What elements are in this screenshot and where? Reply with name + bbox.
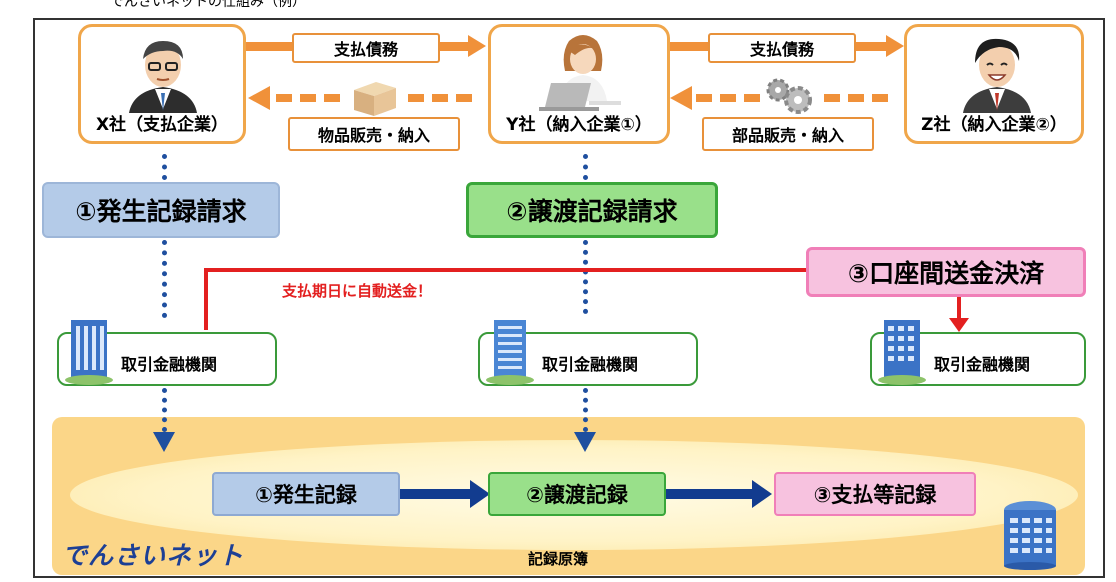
party-y-label: Y社（納入企業①）: [506, 115, 652, 135]
woman-laptop-icon: [539, 35, 621, 111]
party-x-card: X社（支払企業）: [78, 24, 246, 144]
record-transfer-box: ②譲渡記録: [488, 472, 666, 516]
package-box-icon: [354, 82, 396, 116]
bank-x-label: 取引金融機関: [121, 355, 218, 374]
dotted-connector-y-mid: [583, 240, 588, 314]
request-settle-box: ③口座間送金決済: [806, 247, 1086, 297]
dotted-connector-y-top: [583, 154, 588, 180]
gears-icon: [766, 78, 812, 114]
payable-box-xy: 支払債務: [292, 33, 440, 63]
dotted-connector-x-low: [162, 388, 167, 432]
goods-box-yx: 物品販売・納入: [288, 117, 460, 151]
bank-building-icon: [486, 320, 534, 385]
request-issue-box: ①発生記録請求: [42, 182, 280, 238]
diagram-frame: [33, 18, 1105, 578]
businessman-smiling-icon: [963, 38, 1031, 113]
party-x-label: X社（支払企業）: [95, 115, 229, 135]
auto-transfer-line: [204, 268, 969, 332]
bank-building-icon: [878, 320, 926, 385]
party-z-label: Z社（納入企業②）: [921, 115, 1067, 135]
page-heading-partial: でんさいネットの仕組み（例）: [110, 0, 306, 10]
record-payment-box: ③支払等記録: [774, 472, 976, 516]
ledger-building-icon: [1004, 501, 1056, 570]
ledger-label: 記録原簿: [528, 550, 589, 568]
dotted-connector-x-mid: [162, 240, 167, 318]
party-z-card: Z社（納入企業②）: [904, 24, 1084, 144]
bank-z-label: 取引金融機関: [934, 355, 1031, 374]
dotted-connector-y-low: [583, 388, 588, 432]
record-flow-arrows: [400, 480, 772, 508]
bank-building-icon: [65, 320, 113, 385]
auto-transfer-note: 支払期日に自動送金！: [282, 282, 433, 300]
bank-y-label: 取引金融機関: [542, 355, 639, 374]
party-y-card: Y社（納入企業①）: [488, 24, 670, 144]
dotted-connector-x-top: [162, 154, 167, 180]
businessman-glasses-icon: [129, 41, 197, 113]
bank-x-card: 取引金融機関: [57, 320, 277, 386]
bank-y-card: 取引金融機関: [478, 320, 698, 386]
request-transfer-box: ②譲渡記録請求: [466, 182, 718, 238]
down-arrowheads: [153, 432, 596, 452]
payable-box-yz: 支払債務: [708, 33, 856, 63]
densai-logo: でんさいネット: [62, 541, 245, 570]
bank-z-card: 取引金融機関: [870, 320, 1086, 386]
parts-box-zy: 部品販売・納入: [702, 117, 874, 151]
record-issue-box: ①発生記録: [212, 472, 400, 516]
